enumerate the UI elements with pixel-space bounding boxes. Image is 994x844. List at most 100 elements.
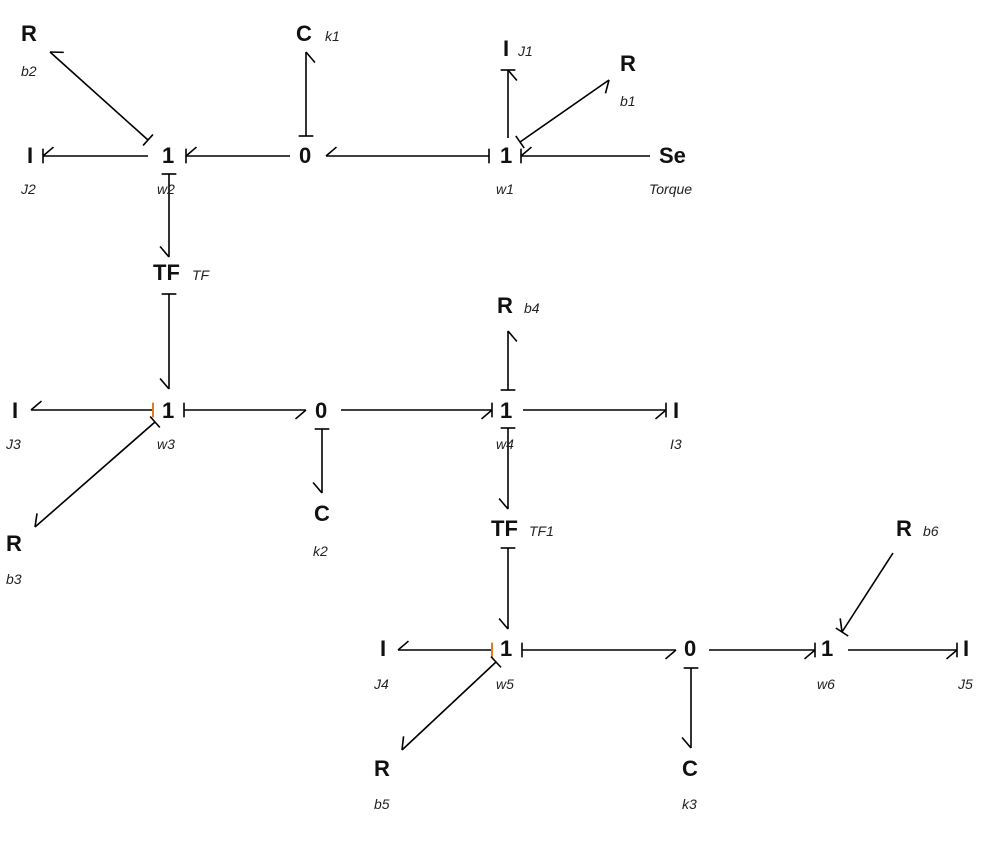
bond-w2-i_j2 [42, 146, 148, 164]
bond-tf1-w5 [498, 547, 516, 630]
node-r-b1-symbol: R [620, 51, 636, 76]
node-r-b6-symbol: R [896, 516, 912, 541]
bond-w3-r_b3 [34, 415, 161, 528]
half-arrow [185, 146, 198, 157]
causal-stroke [142, 133, 154, 147]
node-r-b1-param: b1 [620, 93, 636, 109]
node-i-j3-symbol: I [12, 398, 18, 423]
half-arrow [312, 481, 323, 494]
node-se-torque-symbol: Se [659, 143, 686, 168]
node-c-k1-param: k1 [325, 28, 340, 44]
node-one-w2-symbol: 1 [162, 143, 174, 168]
half-arrow [945, 649, 958, 660]
half-arrow [30, 400, 43, 411]
causal-stroke [515, 135, 525, 149]
half-arrow [397, 640, 410, 651]
node-one-w3-symbol: 1 [162, 398, 174, 423]
half-arrow [294, 409, 307, 420]
node-one-w6-param: w6 [817, 676, 835, 692]
node-one-w2-param: w2 [157, 181, 175, 197]
half-arrow [42, 146, 55, 157]
half-arrow [654, 409, 667, 420]
bond-w6-r_b6 [835, 552, 894, 637]
half-arrow [520, 146, 533, 157]
bond-w3-zero_mid [183, 402, 307, 420]
bond-w2-tf [159, 173, 177, 258]
causal-stroke [490, 656, 502, 668]
node-zero-top-symbol: 0 [299, 143, 311, 168]
node-r-b6-param: b6 [923, 523, 939, 539]
half-arrow [159, 377, 170, 390]
bond-se-w1 [520, 146, 650, 164]
node-c-k3-param: k3 [682, 796, 697, 812]
node-c-k2-param: k2 [313, 543, 328, 559]
bond-w5-zero_bot [521, 642, 677, 660]
node-r-b3-symbol: R [6, 531, 22, 556]
bond-zero_top-c_k1 [298, 51, 316, 137]
half-arrow [401, 736, 405, 751]
node-i-j1-param: J1 [517, 43, 533, 59]
node-i-j3-param: J3 [5, 436, 21, 452]
bond-w6-i_j5 [848, 642, 958, 660]
node-one-w4-param: w4 [496, 436, 514, 452]
node-one-w4-symbol: 1 [500, 398, 512, 423]
node-zero-mid-symbol: 0 [315, 398, 327, 423]
node-i-j2-param: J2 [20, 181, 36, 197]
node-tf-param: TF [192, 267, 211, 283]
node-one-w1-symbol: 1 [500, 143, 512, 168]
bond-zero_bot-w6 [709, 642, 816, 660]
bond-w1-zero_top [325, 146, 490, 164]
bond-w5-i_j4 [397, 640, 493, 658]
node-c-k1-symbol: C [296, 21, 312, 46]
node-r-b5-param: b5 [374, 796, 390, 812]
half-arrow [325, 146, 338, 157]
node-i-j4-param: J4 [373, 676, 389, 692]
node-r-b3-param: b3 [6, 571, 22, 587]
half-arrow [664, 649, 677, 660]
nodes-layer: R b2 C k1 I J1 R b1 I J2 1 w2 0 1 w1 Se … [5, 21, 973, 812]
bond-w1-i_j1 [500, 69, 518, 138]
half-arrow [159, 245, 170, 258]
node-i-i3-symbol: I [673, 398, 679, 423]
bond-w2-r_b2 [49, 51, 154, 147]
causal-stroke [149, 415, 161, 429]
bond-w4-i_i3 [523, 402, 667, 420]
node-zero-bot-symbol: 0 [684, 636, 696, 661]
half-arrow [803, 649, 816, 660]
bond-zero_bot-c_k3 [681, 667, 699, 749]
bond-line [841, 552, 894, 633]
bond-zero_mid-c_k2 [312, 428, 330, 494]
causal-stroke [835, 627, 849, 637]
node-one-w1-param: w1 [496, 181, 514, 197]
node-one-w3-param: w3 [157, 436, 175, 452]
node-tf1-symbol: TF [491, 516, 518, 541]
bond-line [401, 661, 497, 751]
bond-w3-i_j3 [30, 400, 154, 418]
bond-w4-tf1 [498, 427, 516, 510]
node-r-b4-symbol: R [497, 293, 513, 318]
node-i-i3-param: I3 [670, 436, 682, 452]
node-i-j4-symbol: I [380, 636, 386, 661]
bond-line [519, 79, 610, 143]
half-arrow [839, 618, 843, 633]
bonds-layer [30, 51, 958, 751]
bond-tf-w3 [159, 293, 177, 390]
half-arrow [681, 736, 692, 749]
node-c-k2-symbol: C [314, 501, 330, 526]
node-tf1-param: TF1 [529, 523, 554, 539]
node-one-w5-symbol: 1 [500, 636, 512, 661]
half-arrow [498, 617, 509, 630]
node-se-torque-param: Torque [649, 181, 692, 197]
bond-line [49, 51, 149, 141]
half-arrow [507, 69, 518, 82]
node-i-j2-symbol: I [27, 143, 33, 168]
bond-zero_mid-w4 [341, 402, 493, 420]
half-arrow [305, 51, 316, 64]
half-arrow [34, 513, 38, 528]
bond-w4-r_b4 [500, 330, 518, 391]
half-arrow [604, 79, 610, 94]
node-r-b4-param: b4 [524, 300, 540, 316]
node-c-k3-symbol: C [682, 756, 698, 781]
node-one-w6-symbol: 1 [821, 636, 833, 661]
